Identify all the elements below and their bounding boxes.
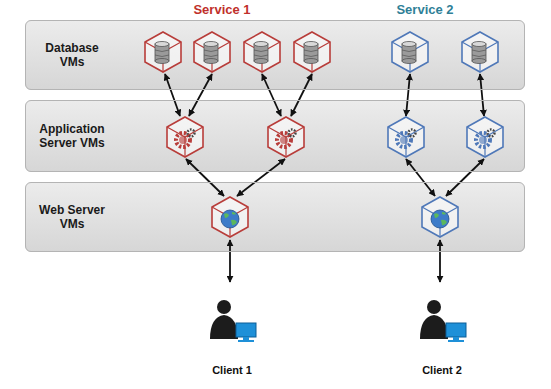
service2-app-vms [388,117,503,157]
client-label: Client 2 [422,364,462,376]
band-fill [25,100,525,172]
connector-arrows [165,74,484,282]
service1-app-vms [167,117,304,157]
vm-tier-band: Database VMs [25,20,525,90]
band-fill [25,20,525,90]
service-heading: Service 1 [193,2,250,17]
client-icons [210,300,466,342]
service2-db-vms [392,32,498,72]
service-heading: Service 2 [396,2,453,17]
client-label: Client 1 [212,364,252,376]
tier-label: Database VMs [32,41,112,69]
tier-label: Web Server VMs [32,203,112,231]
service1-db-vms [145,32,330,72]
vm-tier-band: Application Server VMs [25,100,525,172]
tier-label: Application Server VMs [32,122,112,150]
vm-tier-band: Web Server VMs [25,182,525,252]
web-server-vms [212,197,458,237]
